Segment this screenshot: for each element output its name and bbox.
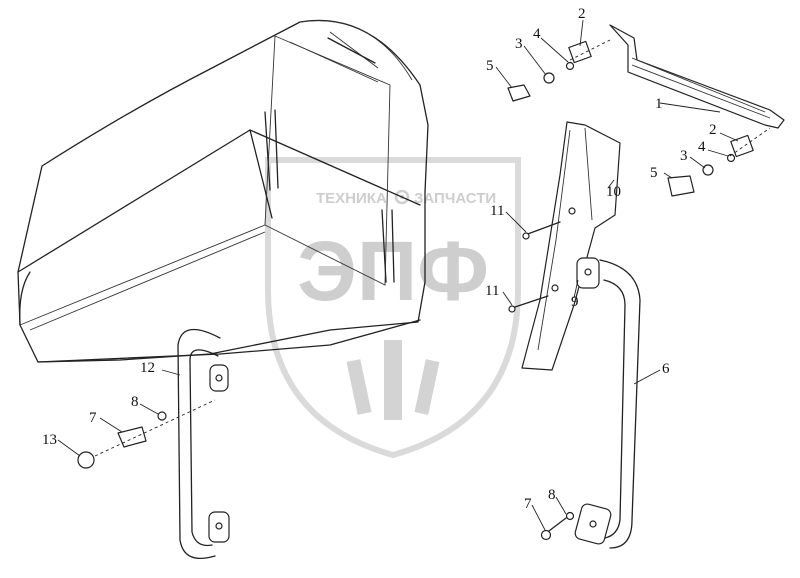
callout-2-lower: 2 (709, 122, 717, 138)
washer-left (157, 411, 167, 421)
pillar-hole-lower (551, 284, 559, 292)
callout-8-left: 8 (131, 394, 139, 410)
door-handle-left (264, 109, 279, 191)
nut-cap-left (77, 451, 95, 469)
callout-13: 13 (42, 432, 57, 448)
watermark-brand-right: ЗАПЧАСТИ (414, 190, 496, 207)
clamp-lower (667, 134, 754, 197)
callout-7-bottom: 7 (524, 496, 532, 512)
grab-handle-right (540, 257, 641, 549)
bolt-head-upper (543, 72, 555, 84)
door-handle-right (381, 209, 395, 283)
callout-12: 12 (140, 360, 155, 376)
roof-grab-handle (329, 31, 379, 69)
callout-11-upper: 11 (490, 203, 504, 219)
callout-10: 10 (606, 184, 621, 200)
washer-lower (726, 153, 736, 163)
clamp-upper (507, 40, 592, 102)
callout-3-upper: 3 (515, 36, 523, 52)
washer-bottom-right (565, 511, 575, 521)
grab-handle-left (77, 328, 230, 560)
callout-8-bottom: 8 (548, 487, 556, 503)
watermark: ТЕХНИКА ЗАПЧАСТИ ЭПФ (265, 157, 521, 459)
callout-labels: 1 2 3 4 5 2 3 4 5 10 11 11 9 6 12 8 7 13… (42, 6, 717, 512)
cab-body (17, 19, 429, 363)
bracket-bar (609, 24, 785, 129)
watermark-brand-left: ТЕХНИКА (316, 190, 387, 207)
bolt-bottom-right (540, 529, 552, 541)
screws (508, 221, 561, 313)
callout-9: 9 (571, 294, 579, 310)
callout-11-lower: 11 (485, 283, 499, 299)
pillar-panel (521, 121, 621, 371)
screw-lower (508, 305, 516, 313)
callout-1: 1 (655, 96, 663, 112)
callout-4-upper: 4 (533, 26, 541, 42)
washer-upper (565, 61, 575, 71)
callout-4-lower: 4 (698, 139, 706, 155)
pillar-hole-upper (568, 207, 576, 215)
callout-6: 6 (662, 361, 670, 377)
callout-3-lower: 3 (680, 148, 688, 164)
callout-5-lower: 5 (650, 165, 658, 181)
bolt-head-lower (702, 164, 714, 176)
cap-lower (667, 175, 695, 197)
cap-upper (507, 84, 531, 102)
bolt-left (117, 426, 147, 448)
wheat-icon (346, 340, 440, 420)
callout-2-upper: 2 (578, 6, 586, 22)
screw-upper (522, 232, 530, 240)
watermark-shield (265, 157, 521, 459)
callout-5-upper: 5 (486, 58, 494, 74)
leader-lines (57, 19, 771, 531)
callout-7-left: 7 (89, 410, 97, 426)
